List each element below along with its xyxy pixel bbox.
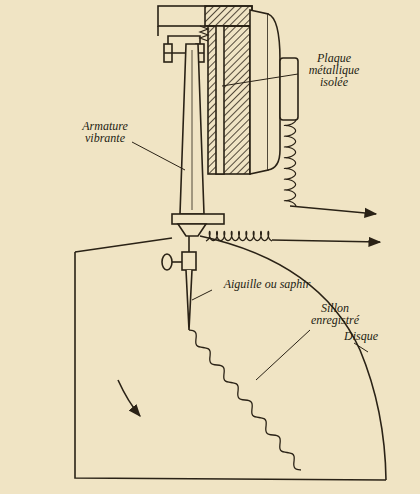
- top-block: [158, 6, 252, 26]
- magnet: [268, 14, 280, 170]
- rotation-arrow: [118, 380, 140, 416]
- leader-lines: [132, 74, 368, 380]
- vibrating-armature: [180, 44, 204, 214]
- lead-wire: [206, 231, 272, 241]
- set-screw: [162, 254, 172, 270]
- terminal-cap: [280, 58, 298, 120]
- part-label: Sillon enregistré: [300, 302, 370, 326]
- part-label: Disque: [336, 330, 386, 342]
- part-label: Plaque métallique isolée: [298, 52, 370, 88]
- collar: [178, 224, 206, 236]
- recorded-groove: [189, 330, 301, 470]
- spring: [200, 26, 208, 41]
- yoke: [208, 26, 250, 174]
- clamp: [168, 36, 200, 44]
- vibrating-armature: [192, 50, 193, 210]
- lead-wire: [272, 240, 380, 242]
- needle-holder: [182, 252, 196, 270]
- lead-wire: [290, 206, 376, 214]
- insulated-plate: [216, 26, 224, 174]
- disc-edge: [75, 252, 386, 480]
- part-label: Aiguille ou saphir: [212, 278, 322, 290]
- top-block: [157, 26, 159, 36]
- disc-edge: [200, 236, 386, 480]
- magnet: [250, 10, 268, 174]
- part-label: Armature vibrante: [68, 120, 142, 144]
- collar: [172, 214, 224, 224]
- needle-holder: [188, 236, 190, 252]
- disc-edge: [75, 238, 172, 252]
- pickup-body: [75, 6, 386, 480]
- needle: [186, 270, 192, 330]
- lead-wire: [284, 120, 296, 206]
- set-screw: [172, 261, 182, 263]
- top-block: [205, 6, 252, 26]
